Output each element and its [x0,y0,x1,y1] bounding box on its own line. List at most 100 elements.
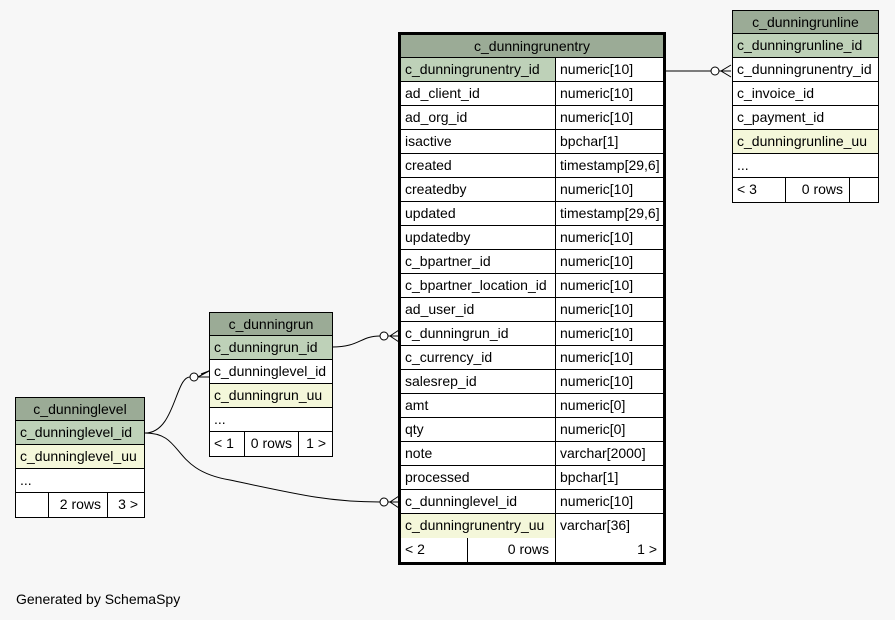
row-count: 0 rows [468,538,556,562]
link-level-to-entry [144,432,381,503]
children-count[interactable]: 3 > [118,496,138,512]
column-type: timestamp[29,6] [560,157,660,173]
column-name: processed [401,466,556,489]
column-name: ad_client_id [401,82,556,105]
column-type: timestamp[29,6] [560,205,660,221]
column-name: c_bpartner_location_id [401,274,556,297]
column-row: ... [210,408,332,432]
column-type: numeric[10] [560,181,634,197]
link-level-to-entry-optional-marker [379,497,389,507]
column-type: numeric[10] [560,373,634,389]
column-row: c_dunninglevel_id [210,360,332,384]
column-type: bpchar[1] [560,469,619,485]
column-row: ... [16,469,144,493]
column-row: ... [733,154,878,178]
column-name: salesrep_id [401,370,556,393]
parents-count[interactable]: < 1 [210,432,245,456]
table-title: c_dunningrun [210,313,332,336]
column-type: numeric[10] [560,109,634,125]
link-run-to-entry-crowfoot [388,329,400,343]
column-type: numeric[10] [560,253,634,269]
column-name: c_payment_id [737,109,825,125]
parents-count[interactable]: < 3 [733,178,786,202]
generator-credit: Generated by SchemaSpy [16,591,181,607]
row-count: 0 rows [245,432,299,456]
column-name: c_dunningrunline_id [737,37,863,53]
column-name: c_dunninglevel_uu [20,448,137,464]
parents-count[interactable] [16,493,49,517]
column-name: note [401,442,556,465]
column-row: c_dunningrun_id [210,336,332,360]
column-type: varchar[2000] [560,445,646,461]
column-row: c_dunningrunline_uu [733,130,878,154]
column-name: amt [401,394,556,417]
column-name: c_dunninglevel_id [20,424,133,440]
table-footer: 2 rows 3 > [16,493,144,517]
column-name: c_dunningrun_id [401,322,556,345]
column-row: c_dunninglevel_id [16,421,144,445]
column-type: bpchar[1] [560,133,619,149]
children-count[interactable]: 1 > [306,435,326,451]
column-name: ad_user_id [401,298,556,321]
column-type: numeric[0] [560,397,626,413]
column-name: ... [737,157,749,173]
column-name: createdby [401,178,556,201]
column-name: qty [401,418,556,441]
table-c-dunninglevel[interactable]: c_dunninglevel c_dunninglevel_id c_dunni… [15,397,145,518]
link-level-to-run-optional-marker [189,372,199,382]
column-name: c_dunninglevel_id [401,490,556,513]
column-type: numeric[10] [560,277,634,293]
children-count[interactable] [850,178,878,202]
column-type: varchar[36] [560,517,631,533]
column-row: c_dunninglevel_uu [16,445,144,469]
column-name: c_dunninglevel_id [214,363,327,379]
column-name: ... [20,472,32,488]
column-type: numeric[0] [560,421,626,437]
table-title: c_dunninglevel [16,398,144,421]
column-row: c_dunningrun_uu [210,384,332,408]
column-type: numeric[10] [560,493,634,509]
column-name: c_invoice_id [737,85,815,101]
column-name: updated [401,202,556,225]
column-name: c_dunningrun_uu [214,387,323,403]
column-type: numeric[10] [560,349,634,365]
column-name: c_currency_id [401,346,556,369]
column-name: c_dunningrun_id [214,339,318,355]
table-c-dunningrun[interactable]: c_dunningrun c_dunningrun_id c_dunningle… [209,312,333,457]
column-type: numeric[10] [560,61,634,77]
link-entry-to-line-optional-marker [710,66,720,76]
column-name: ad_org_id [401,106,556,129]
link-run-to-entry [331,335,381,348]
children-count[interactable]: 1 > [637,541,657,557]
parents-count[interactable]: < 2 [401,538,468,562]
column-type: numeric[10] [560,301,634,317]
column-name: updatedby [401,226,556,249]
column-name: c_dunningrunentry_id [401,58,556,81]
row-count: 2 rows [49,493,108,517]
column-name: c_dunningrunline_uu [737,133,867,149]
column-type: numeric[10] [560,85,634,101]
link-level-to-run-crowfoot [197,370,210,378]
table-c-dunningrunline[interactable]: c_dunningrunline c_dunningrunline_id c_d… [732,10,879,203]
link-entry-to-line-crowfoot [719,64,732,78]
